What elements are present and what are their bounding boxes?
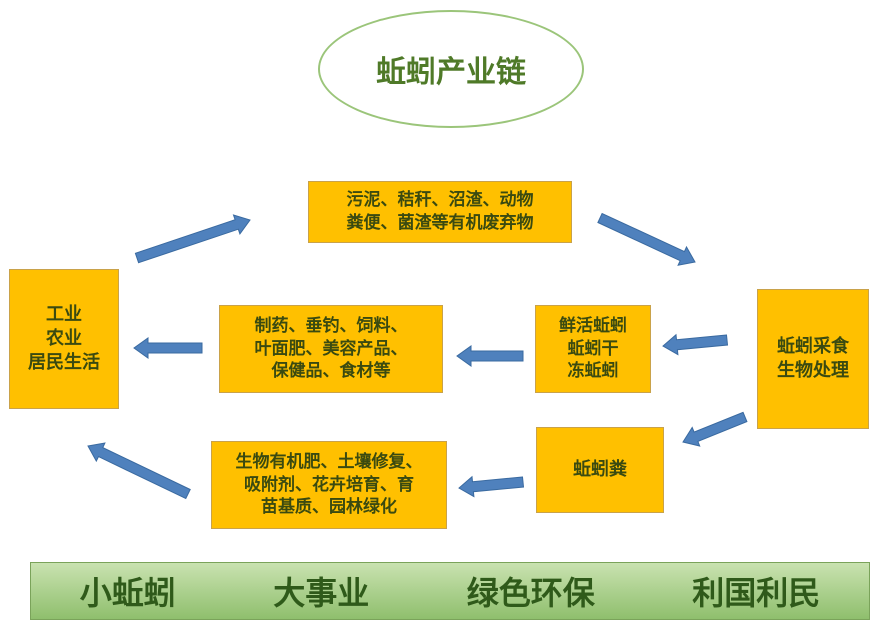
slogan-4: 利国利民	[692, 574, 821, 612]
arrow-shape	[134, 214, 251, 264]
slogan-2: 大事业	[273, 574, 370, 612]
arrow-shape	[597, 212, 696, 266]
arrow-waste-to-process	[597, 212, 696, 266]
node-process-label: 蚯蚓采食 生物处理	[777, 335, 849, 381]
node-processed-products-label: 制药、垂钓、饲料、 叶面肥、美容产品、 保健品、食材等	[254, 315, 408, 382]
arrow-shape	[456, 345, 524, 367]
node-fresh-products: 鲜活蚯蚓 蚯蚓干 冻蚯蚓	[535, 305, 651, 393]
node-process: 蚯蚓采食 生物处理	[757, 289, 869, 429]
arrow-shape	[662, 333, 729, 356]
node-users-label: 工业 农业 居民生活	[28, 303, 100, 374]
node-manure-uses: 生物有机肥、土壤修复、 吸附剂、花卉培育、育 苗基质、园林绿化	[211, 441, 447, 529]
slogan-banner: 小蚯蚓 大事业 绿色环保 利国利民	[30, 562, 870, 620]
arrow-users-to-waste	[134, 214, 251, 264]
diagram-title: 蚯蚓产业链	[376, 55, 526, 90]
node-manure-label: 蚯蚓粪	[573, 458, 627, 480]
arrow-process-to-fresh	[662, 333, 729, 356]
node-manure: 蚯蚓粪	[536, 427, 664, 513]
node-manure-uses-label: 生物有机肥、土壤修复、 吸附剂、花卉培育、育 苗基质、园林绿化	[235, 451, 423, 518]
slogan-3: 绿色环保	[466, 574, 595, 612]
arrow-fresh-to-processed	[456, 345, 524, 367]
arrow-shape	[133, 337, 203, 359]
node-waste-label: 污泥、秸秆、沼渣、动物 粪便、菌渣等有机废弃物	[346, 190, 534, 233]
node-waste: 污泥、秸秆、沼渣、动物 粪便、菌渣等有机废弃物	[308, 181, 572, 243]
node-users: 工业 农业 居民生活	[9, 269, 119, 409]
arrow-shape	[87, 442, 191, 500]
node-processed-products: 制药、垂钓、饲料、 叶面肥、美容产品、 保健品、食材等	[219, 305, 443, 393]
node-fresh-products-label: 鲜活蚯蚓 蚯蚓干 冻蚯蚓	[559, 315, 627, 382]
arrow-manure-to-uses	[458, 475, 525, 498]
arrow-processed-to-users	[133, 337, 203, 359]
arrow-shape	[682, 411, 748, 447]
arrow-uses-to-users	[87, 442, 191, 500]
title-ellipse: 蚯蚓产业链	[318, 10, 584, 128]
arrow-shape	[458, 475, 525, 498]
arrow-process-to-manure	[682, 411, 748, 447]
slogan-1: 小蚯蚓	[79, 574, 176, 612]
